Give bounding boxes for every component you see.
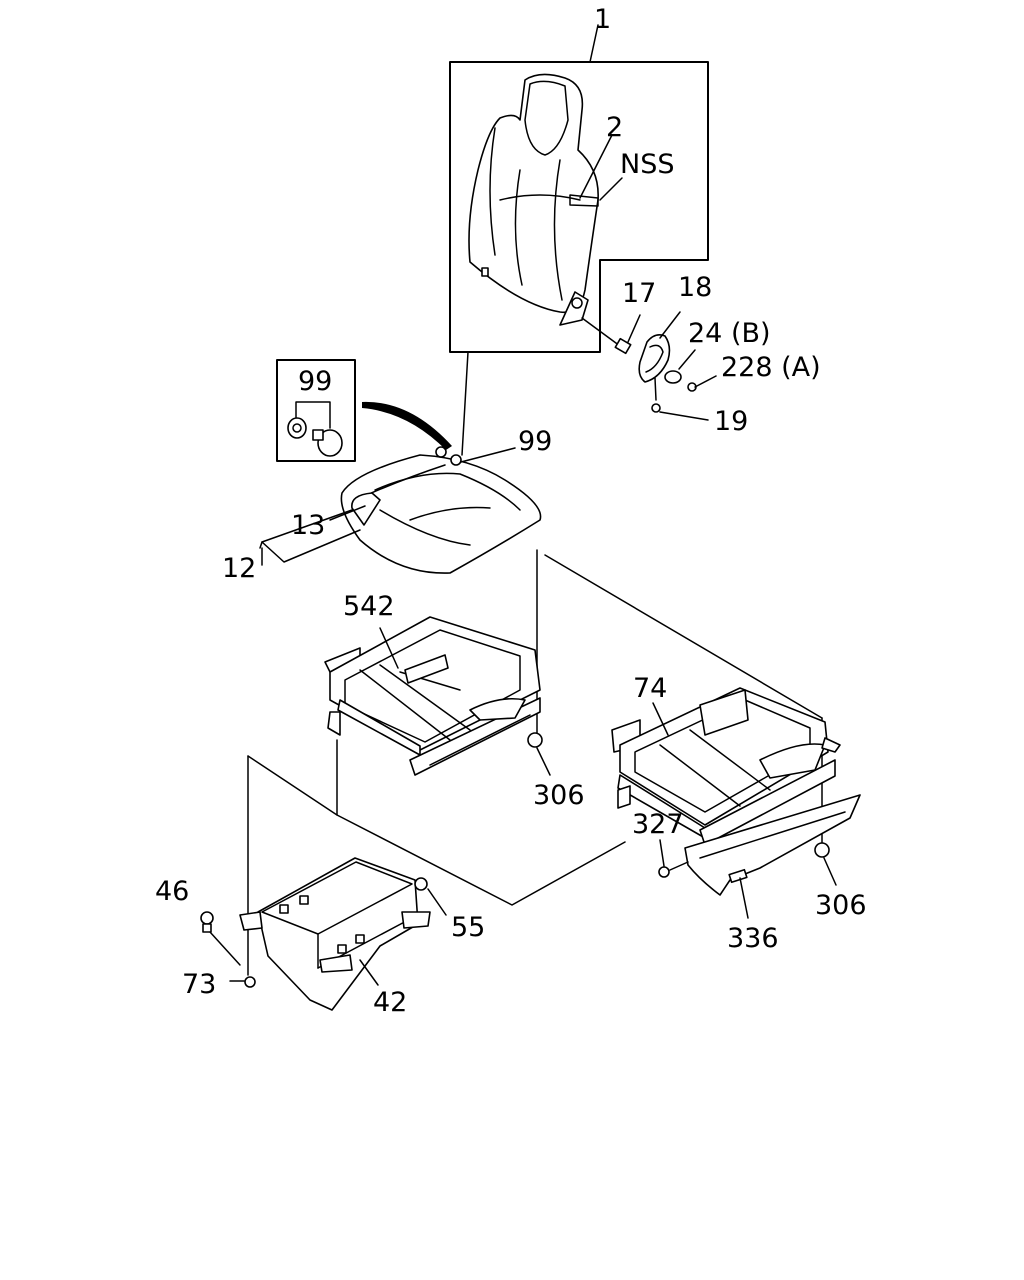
- bracket-12: [259, 529, 361, 563]
- part-labels: 1 2 NSS 17 18 24 (B) 228 (A) 19 99 99 13…: [155, 4, 867, 1018]
- label-18: 18: [678, 272, 712, 303]
- nuts-306: [527, 732, 837, 886]
- nut-306-right: [814, 842, 830, 858]
- inset-box-99: [276, 359, 452, 462]
- label-327: 327: [632, 809, 684, 840]
- label-42: 42: [373, 987, 407, 1018]
- screw-327: [658, 866, 670, 878]
- clip-99: [450, 454, 462, 466]
- clip-part-b: [317, 429, 343, 457]
- seat-back-hook: [481, 267, 489, 277]
- recliner-hardware: [581, 311, 717, 421]
- label-74: 74: [633, 673, 667, 704]
- label-99-box: 99: [298, 366, 332, 397]
- label-73: 73: [182, 969, 216, 1000]
- label-12: 12: [222, 553, 256, 584]
- nut-306-left: [527, 732, 543, 748]
- label-19: 19: [714, 406, 748, 437]
- riser-hardware: [200, 877, 447, 988]
- bolt-17: [614, 337, 632, 355]
- bolt-46-shank: [202, 923, 212, 933]
- label-306-left: 306: [533, 780, 585, 811]
- label-1: 1: [594, 4, 611, 35]
- seat-back-group: [449, 24, 709, 353]
- seat-cushion-group: [259, 351, 542, 574]
- label-2: 2: [606, 112, 623, 143]
- inset-frame: [276, 359, 356, 462]
- direction-arrow: [362, 401, 452, 450]
- cover-336: [658, 794, 861, 919]
- seat-frame-542: [324, 616, 541, 776]
- label-46: 46: [155, 876, 189, 907]
- seat-frame-74: [611, 687, 841, 846]
- nut-55: [414, 877, 428, 891]
- cushion-hook: [435, 446, 447, 458]
- label-13: 13: [291, 510, 325, 541]
- label-542: 542: [343, 591, 395, 622]
- nut-73: [244, 976, 256, 988]
- seat-back-callout-box: [449, 61, 709, 353]
- clip-part-a: [287, 417, 307, 439]
- screw-19: [651, 403, 661, 413]
- label-228a: 228 (A): [721, 352, 821, 383]
- bolt-46: [200, 911, 214, 925]
- cap-24b: [664, 370, 682, 384]
- label-55: 55: [451, 912, 485, 943]
- label-99: 99: [518, 426, 552, 457]
- clip-stem: [312, 429, 324, 441]
- cushion-strap-13: [351, 492, 381, 526]
- riser-42: [239, 857, 431, 1011]
- label-24b: 24 (B): [688, 318, 771, 349]
- label-306-right: 306: [815, 890, 867, 921]
- label-17: 17: [622, 278, 656, 309]
- label-nss: NSS: [620, 149, 674, 180]
- label-336: 336: [727, 923, 779, 954]
- recliner-cover-18: [638, 334, 671, 383]
